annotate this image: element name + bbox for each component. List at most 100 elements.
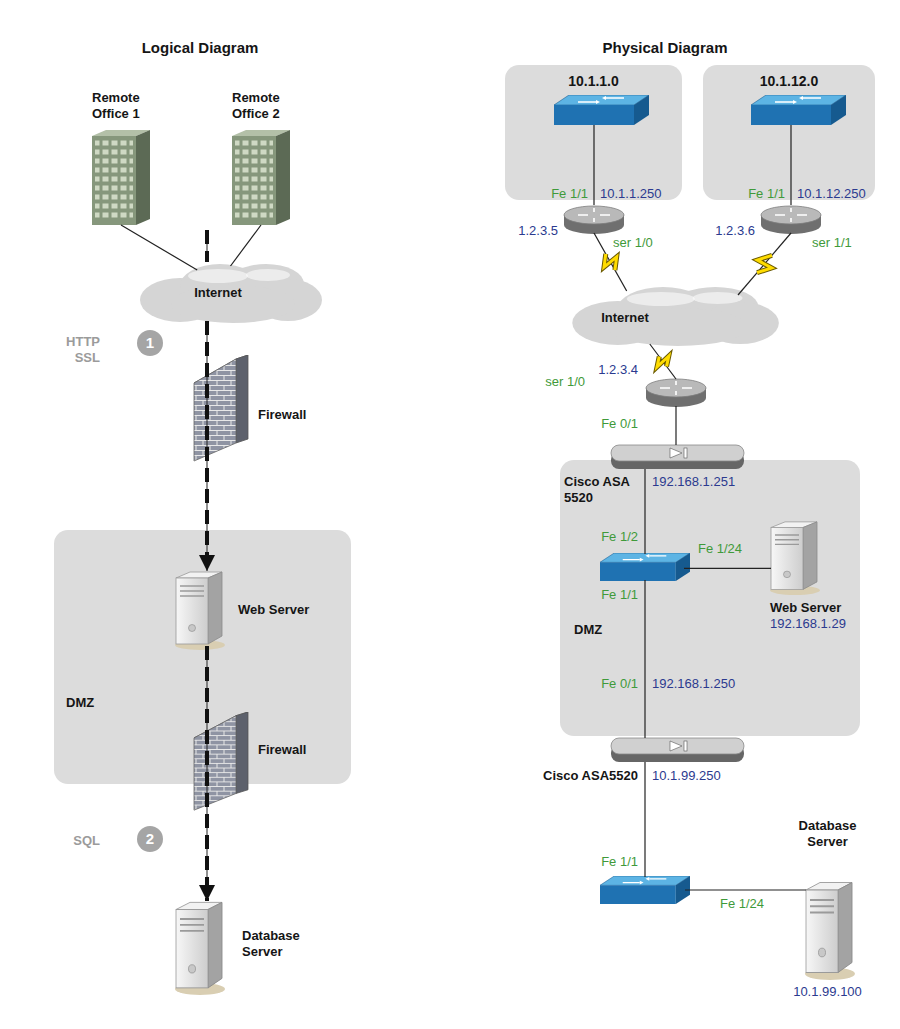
server-icon: Database Server [170, 900, 225, 995]
building-icon: Remote Office 2 [232, 130, 290, 225]
firewall-appliance [610, 443, 745, 471]
node-label: Fe 0/1 [601, 416, 638, 432]
building-icon [232, 130, 290, 225]
node-label: Fe 1/1 [601, 854, 638, 870]
server-icon: Web Server [170, 570, 225, 650]
node-label: Database Server [783, 818, 873, 850]
firewall-icon: Firewall [192, 355, 250, 463]
server-icon [800, 880, 855, 980]
server-icon [170, 900, 225, 995]
callout-number: 2 [137, 826, 163, 852]
node-label: Fe 1/1 [748, 186, 785, 202]
diagram-label: Logical Diagram [142, 40, 259, 56]
node-label: 1.2.3.6 [715, 223, 755, 239]
callout-number: 1 [137, 330, 163, 356]
firewall-appliance [610, 736, 745, 764]
switch-icon [600, 876, 690, 904]
firewall-appliance: Fe 0/1192.168.1.250Cisco ASA552010.1.99.… [610, 736, 745, 764]
network-region: 10.1.12.0Fe 1/110.1.12.2501.2.3.6ser 1/1 [703, 65, 875, 200]
node-label: Firewall [258, 407, 306, 423]
lightning-outline [757, 255, 772, 272]
server-icon [805, 883, 855, 981]
router-icon: Fe 1/110.1.12.2501.2.3.6ser 1/1 [760, 205, 822, 235]
node-label: Fe 1/1 [601, 587, 638, 603]
server-icon [770, 522, 820, 595]
firewall-icon [194, 355, 248, 461]
network-region: DMZ Web ServerFirewall [54, 530, 351, 784]
router-icon: ser 1/01.2.3.4Fe 0/1 [645, 378, 707, 408]
node-label: 1.2.3.4 [598, 362, 638, 378]
network-link [650, 344, 676, 379]
lightning-bolt [757, 255, 772, 272]
network-region: 10.1.1.0Fe 1/110.1.1.2501.2.3.5ser 1/0 [505, 65, 682, 200]
link-line [738, 233, 791, 295]
link-line [685, 889, 806, 890]
network-link [121, 225, 197, 270]
switch-icon: Fe 1/1Fe 1/24 [600, 876, 690, 904]
switch-icon: Fe 1/2Fe 1/24Fe 1/1 [600, 553, 690, 581]
switch-icon [600, 876, 690, 904]
node-label: Internet [191, 285, 245, 301]
router-icon [564, 206, 624, 234]
node-label: ser 1/0 [545, 374, 585, 390]
node-label: Remote Office 1 [92, 90, 154, 122]
server-icon: Database Server10.1.99.100 [800, 880, 855, 980]
node-label: Fe 0/1 [601, 676, 638, 692]
server-icon [175, 572, 225, 650]
node-label: Firewall [258, 742, 306, 758]
network-link [738, 233, 791, 295]
switch-icon [600, 553, 690, 581]
network-link [676, 406, 677, 445]
node-label: Cisco ASA 5520 [564, 474, 630, 506]
node-label: DMZ [574, 622, 602, 638]
lightning-outline [604, 254, 617, 270]
cloud-shape: Internet [138, 262, 323, 324]
node-label: Internet [598, 310, 652, 326]
node-label: 10.1.1.0 [568, 73, 619, 89]
router-icon [760, 205, 822, 235]
node-label: ser 1/0 [613, 235, 653, 251]
node-label: 192.168.1.250 [652, 676, 735, 692]
router-icon: Fe 1/110.1.1.2501.2.3.5ser 1/0 [563, 205, 625, 235]
switch-icon [600, 553, 690, 581]
node-label: 192.168.1.251 [652, 474, 735, 490]
firewall-appliance [611, 738, 744, 762]
node-label: 10.1.12.250 [797, 186, 866, 202]
server-icon [765, 520, 820, 595]
server-icon: Web Server192.168.1.29 [765, 520, 820, 595]
link-line [231, 225, 262, 266]
building-icon [92, 130, 150, 225]
network-region: DMZ Cisco ASA 5520 192.168.1.251 Fe 1/2Fe 1… [560, 460, 860, 736]
region-fill [505, 65, 682, 200]
node-label: Web Server [238, 602, 309, 618]
router-icon [646, 379, 706, 407]
node-label: Remote Office 2 [232, 90, 294, 122]
node-label: 10.1.12.0 [760, 73, 818, 89]
region-fill [703, 65, 875, 200]
node-label: 10.1.1.250 [600, 186, 661, 202]
diagram-label: HTTP SSL [58, 334, 100, 366]
node-label: 10.1.99.100 [793, 984, 862, 1000]
flow-line [207, 230, 208, 262]
firewall-appliance [611, 445, 744, 469]
lightning-outline [657, 356, 669, 367]
firewall-icon: Firewall [192, 712, 250, 812]
node-label: DMZ [66, 695, 94, 711]
server-icon [170, 570, 225, 650]
node-label: 1.2.3.5 [518, 223, 558, 239]
lightning-bolt [604, 254, 617, 270]
server-icon [175, 902, 225, 995]
node-label: Web Server [770, 600, 841, 616]
diagram-label: SQL [58, 833, 100, 849]
cloud-shape: Internet [570, 285, 780, 347]
diagram-label: Physical Diagram [602, 40, 727, 56]
region-fill [560, 460, 860, 736]
lightning-bolt [657, 356, 669, 367]
link-line [644, 762, 645, 877]
node-label: Database Server [242, 928, 317, 960]
node-label: Fe 1/24 [698, 541, 742, 557]
node-label: Cisco ASA5520 [543, 768, 638, 784]
router-icon [645, 378, 707, 408]
firewall-icon [192, 712, 250, 812]
